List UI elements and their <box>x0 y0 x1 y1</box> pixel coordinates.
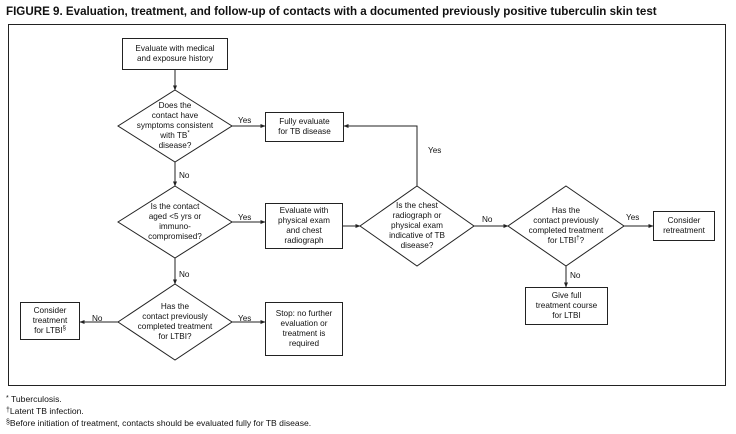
node-consider-retreatment: Consider retreatment <box>653 211 715 241</box>
node-evaluate-history: Evaluate with medical and exposure histo… <box>122 38 228 70</box>
label-no-prev-bottom: No <box>92 314 103 323</box>
text-prev-bottom-question: Has the contact previously completed tre… <box>137 302 213 341</box>
figure-title: FIGURE 9. Evaluation, treatment, and fol… <box>6 5 657 18</box>
label-no-radiograph: No <box>482 215 493 224</box>
text-radiograph-question: Is the chest radiograph or physical exam… <box>389 201 445 250</box>
node-stop: Stop: no further evaluation or treatment… <box>265 302 343 356</box>
node-give-full-course: Give full treatment course for LTBI <box>525 287 608 325</box>
text-aged-question: Is the contact aged <5 yrs or immuno- co… <box>148 202 202 241</box>
label-yes-symptoms: Yes <box>238 116 252 125</box>
label-yes-prev-bottom: Yes <box>238 314 252 323</box>
footnote-tuberculosis: * Tuberculosis. <box>6 394 62 404</box>
label-no-aged: No <box>179 270 190 279</box>
diamond-radiograph <box>359 185 475 267</box>
label-yes-prev-right: Yes <box>626 213 640 222</box>
node-consider-treatment: Consider treatment for LTBI§ <box>20 302 80 340</box>
text-prev-right-question: Has the contact previously completed tre… <box>528 206 604 245</box>
footnote-ltbi: †Latent TB infection. <box>6 406 84 416</box>
section-mark: § <box>62 325 66 332</box>
text-symptoms-question: Does the contact have symptoms consisten… <box>136 101 214 150</box>
dagger-mark: † <box>576 235 580 242</box>
label-no-symptoms: No <box>179 171 190 180</box>
arrow-radiograph-yes <box>343 124 418 186</box>
diamond-prev-bottom <box>117 283 233 361</box>
label-no-prev-right: No <box>570 271 581 280</box>
node-fully-evaluate: Fully evaluate for TB disease <box>265 112 344 142</box>
label-yes-radiograph: Yes <box>428 146 442 155</box>
diagram-frame <box>8 24 726 386</box>
footnote-before-treatment: §Before initiation of treatment, contact… <box>6 418 312 428</box>
asterisk-mark: * <box>187 130 190 137</box>
node-evaluate-exam: Evaluate with physical exam and chest ra… <box>265 203 343 249</box>
label-yes-aged: Yes <box>238 213 252 222</box>
